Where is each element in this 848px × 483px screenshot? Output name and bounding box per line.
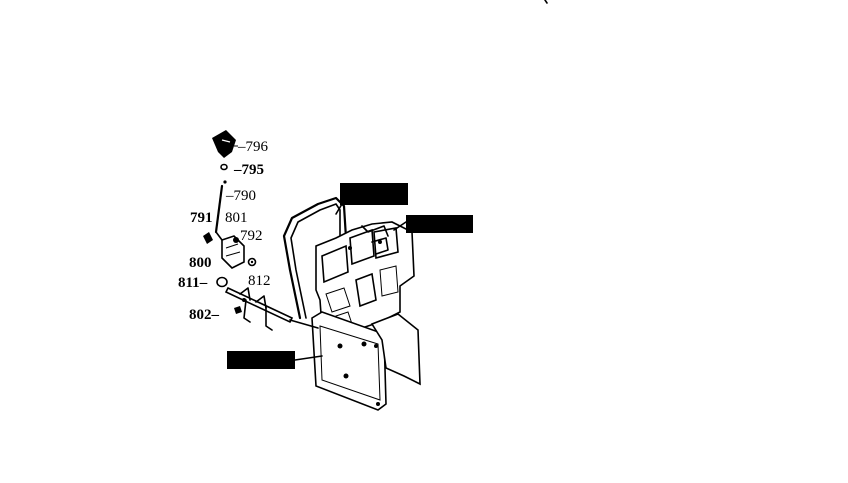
- label-811: 811–: [178, 275, 208, 291]
- washer: [220, 163, 228, 171]
- label-796: –796: [237, 139, 269, 155]
- part-labels: –796 –795 –790 791 801 792 800 811– 812 …: [178, 139, 271, 323]
- bolt: [203, 232, 213, 244]
- shift-knob: [212, 130, 236, 158]
- label-791: 791: [190, 210, 213, 226]
- nut: [234, 306, 242, 314]
- label-790: –790: [225, 188, 256, 204]
- callout-frame-left: [227, 351, 323, 369]
- callout-engine-top: [335, 183, 408, 215]
- frame-plate: [311, 311, 387, 411]
- shift-bracket: [221, 235, 245, 269]
- stray-mark: [544, 0, 548, 4]
- label-801: 801: [225, 210, 248, 226]
- shift-lever-assembly: [203, 130, 294, 331]
- shift-shaft: [224, 286, 294, 324]
- label-800: 800: [189, 255, 212, 271]
- snowblower-body: [282, 196, 421, 411]
- label-802: 802–: [189, 307, 220, 323]
- rear-plate: [370, 313, 421, 386]
- shift-rod: [214, 184, 224, 234]
- label-795: –795: [233, 162, 264, 178]
- callout-engine-right: [393, 215, 473, 233]
- spacer: [216, 276, 228, 288]
- label-812: 812: [248, 273, 271, 289]
- label-792: 792: [240, 228, 263, 244]
